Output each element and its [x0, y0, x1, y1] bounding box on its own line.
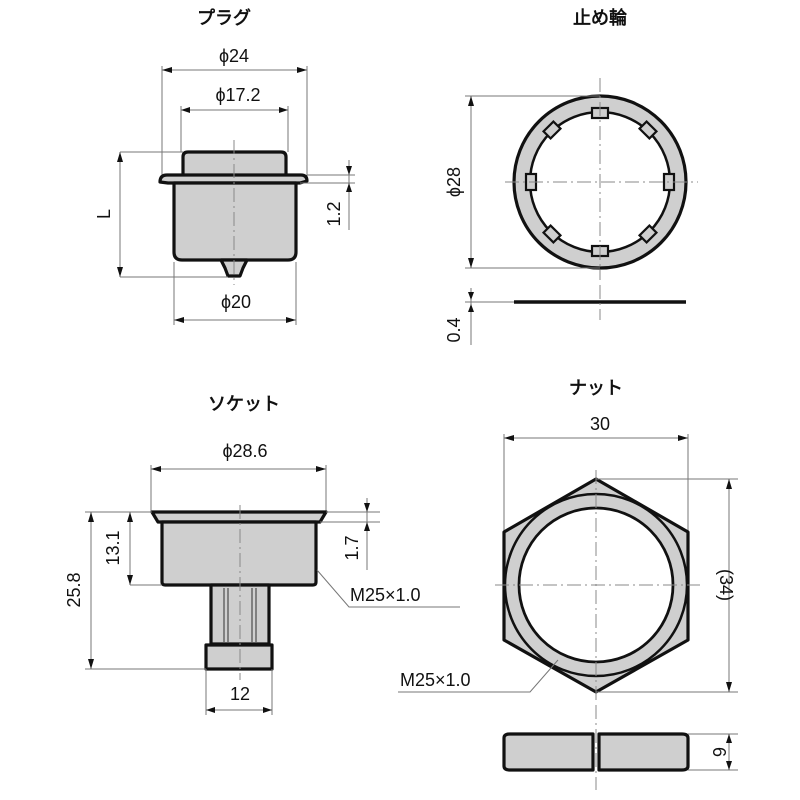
- socket-stem-width-label: 12: [230, 684, 250, 704]
- nut-width-label: 30: [590, 414, 610, 434]
- socket-body-height-label: 13.1: [103, 530, 123, 565]
- nut-thickness-label: 6: [709, 747, 729, 757]
- nut-thread-label: M25×1.0: [400, 670, 471, 690]
- socket-flange-thickness-label: 1.7: [342, 535, 362, 560]
- ring-title: 止め輪: [573, 7, 628, 29]
- nut-corners-label: (34): [716, 569, 736, 601]
- retaining-ring-view: 止め輪 ϕ28 0.4: [444, 7, 698, 345]
- nut-title: ナット: [569, 378, 623, 399]
- plug-outer-dia-label: ϕ24: [219, 46, 249, 66]
- nut-view: ナット 30 (34) M25×1.0 6: [398, 378, 738, 790]
- socket-total-height-label: 25.8: [64, 572, 84, 607]
- socket-view: ソケット ϕ28.6 25.8 13.1 1.7 M25×1.0: [64, 394, 460, 715]
- plug-view: プラグ ϕ24 ϕ17.2 L 1.2 ϕ20: [94, 7, 355, 325]
- plug-title: プラグ: [197, 7, 251, 29]
- socket-title: ソケット: [208, 394, 280, 415]
- plug-body-dia-label: ϕ20: [221, 292, 251, 312]
- plug-inner-dia-label: ϕ17.2: [215, 85, 260, 105]
- socket-flange-dia-label: ϕ28.6: [222, 441, 267, 461]
- socket-thread-label: M25×1.0: [350, 585, 421, 605]
- plug-length-label: L: [94, 209, 114, 219]
- ring-thickness-label: 0.4: [444, 317, 464, 342]
- ring-outer-dia-label: ϕ28: [444, 167, 464, 197]
- plug-flange-thickness-label: 1.2: [324, 201, 344, 226]
